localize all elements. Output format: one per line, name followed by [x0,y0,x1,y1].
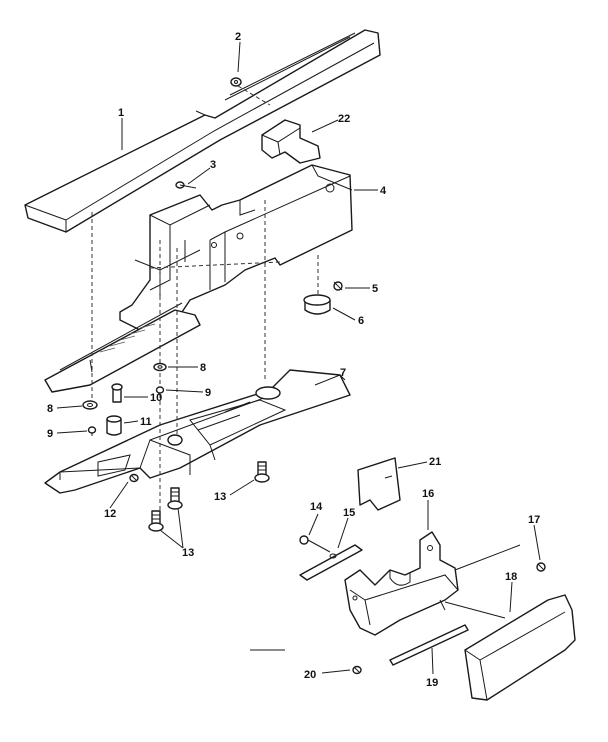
screw-part-13a [254,461,270,483]
callout-14: 14 [310,501,323,513]
callout-9a: 9 [47,428,53,440]
callout-16: 16 [422,488,434,500]
bracket-part [119,164,353,331]
callout-12: 12 [104,508,116,520]
callout-15: 15 [343,507,355,519]
strip-part-15 [299,544,363,581]
callout-19: 19 [426,677,438,689]
spacer-part-11 [106,415,122,436]
callout-11: 11 [140,416,152,428]
base-plate-part [44,369,351,494]
callout-6: 6 [358,315,364,327]
callout-8b: 8 [200,362,206,374]
screw-part-17 [536,562,546,572]
foot-part [303,255,331,315]
callout-labels: 2 1 22 3 4 5 6 7 8 9 8 9 10 11 12 13 13 … [47,31,540,689]
callout-21: 21 [429,456,441,468]
callout-4: 4 [380,185,387,197]
slide-arm-part [44,302,201,393]
screw-part-10 [111,383,123,403]
callout-5: 5 [372,283,378,295]
washer-part-8a [82,400,98,410]
guide-bar-part [24,29,381,233]
housing-part [344,531,521,636]
screw-part-20 [352,665,362,675]
callout-13b: 13 [182,547,194,559]
callout-18: 18 [505,571,517,583]
callout-22: 22 [338,113,350,125]
screw-part-3 [175,181,197,189]
callout-17: 17 [528,514,540,526]
rod-part [389,624,469,666]
assembly-lines [91,200,281,510]
plate-part-21 [357,457,401,511]
screw-part-12 [129,473,139,483]
leader-lines [56,41,541,675]
clip-part [261,119,321,164]
callout-20: 20 [304,669,316,681]
callout-1: 1 [118,107,124,119]
callout-10: 10 [150,392,162,404]
cover-part [464,594,576,701]
screw-part-2 [230,77,271,106]
callout-9b: 9 [205,387,211,399]
washer-part-8b [153,362,167,372]
callout-13a: 13 [214,491,226,503]
screw-part-9b [155,386,165,394]
callout-8a: 8 [47,403,53,415]
screw-part-13b [148,510,164,532]
callout-7: 7 [340,367,346,379]
screw-part-13c [167,487,183,510]
screw-part-5 [333,281,343,291]
screw-part-9a [87,426,97,436]
screw-part-14 [299,535,331,553]
callout-2: 2 [235,31,241,43]
callout-3: 3 [210,159,216,171]
